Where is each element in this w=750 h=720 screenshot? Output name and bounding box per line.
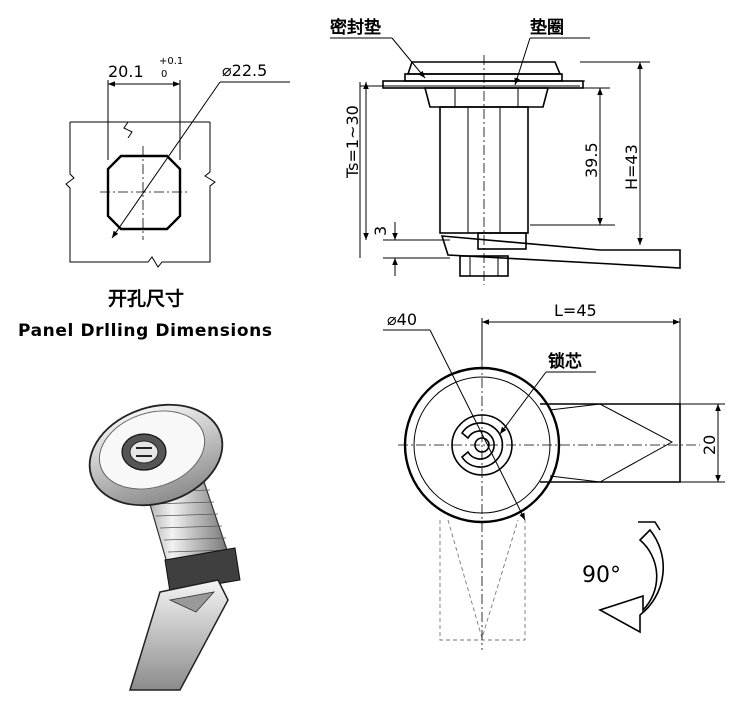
diameter-leader xyxy=(429,329,526,521)
keyway-icon xyxy=(136,447,152,457)
ts-dimension: Ts=1~30 xyxy=(343,105,362,179)
drill-hole-outline xyxy=(106,154,182,231)
length-dimension: L=45 xyxy=(554,301,597,320)
panel-section xyxy=(382,80,584,89)
rotated-arm-ghost xyxy=(439,520,526,641)
width-20: 20 xyxy=(700,435,719,455)
core-leader xyxy=(499,371,547,435)
front-view: ⌀40 L=45 锁芯 20 90° xyxy=(383,301,725,650)
core-label: 锁芯 xyxy=(548,351,582,372)
tolerance-lower: 0 xyxy=(161,69,167,80)
gasket-label: 密封垫 xyxy=(330,17,381,38)
dim-3: 3 xyxy=(371,226,390,236)
dim-39: 39.5 xyxy=(582,142,601,178)
rotation-label: 90° xyxy=(582,563,621,588)
cam-arm xyxy=(440,235,681,269)
rotated-arm-ghost-taper xyxy=(447,519,519,640)
key-slot xyxy=(460,422,504,468)
cam-arm-taper xyxy=(549,403,674,483)
gasket xyxy=(404,73,563,82)
break-mark xyxy=(123,121,133,139)
panel-outline xyxy=(65,121,216,268)
washer-leader xyxy=(514,37,531,86)
panel-drilling-view: 20.1 +0.1 0 ⌀22.5 开孔尺寸 Panel Drlling Dim… xyxy=(18,56,290,341)
dim-h: H=43 xyxy=(622,144,641,190)
barrel-nut xyxy=(164,547,241,593)
cam-arm-iso xyxy=(128,579,229,691)
front-diameter-dimension: ⌀40 xyxy=(387,310,417,329)
drilling-title-cn: 开孔尺寸 xyxy=(108,287,184,310)
hex-nut xyxy=(423,87,550,108)
drilling-title-en: Panel Drlling Dimensions xyxy=(18,321,273,341)
isometric-product-view xyxy=(88,403,241,691)
cam-bend xyxy=(168,591,216,613)
rotation-arrow-tail xyxy=(638,521,661,531)
diameter-dimension: ⌀22.5 xyxy=(222,61,267,80)
key-insert xyxy=(129,440,159,464)
washer-label: 垫圈 xyxy=(530,17,564,38)
cam-hub xyxy=(477,232,527,250)
side-view: 密封垫 垫圈 Ts=1~30 3 39.5 H=43 xyxy=(330,17,681,285)
gasket-leader xyxy=(391,37,426,79)
rotation-arrow-icon xyxy=(597,528,664,634)
tolerance-upper: +0.1 xyxy=(159,56,183,67)
bottom-nut xyxy=(459,255,509,277)
diameter-leader xyxy=(111,81,221,239)
width-dimension: 20.1 xyxy=(108,62,144,81)
cam-arm-front xyxy=(540,403,681,483)
